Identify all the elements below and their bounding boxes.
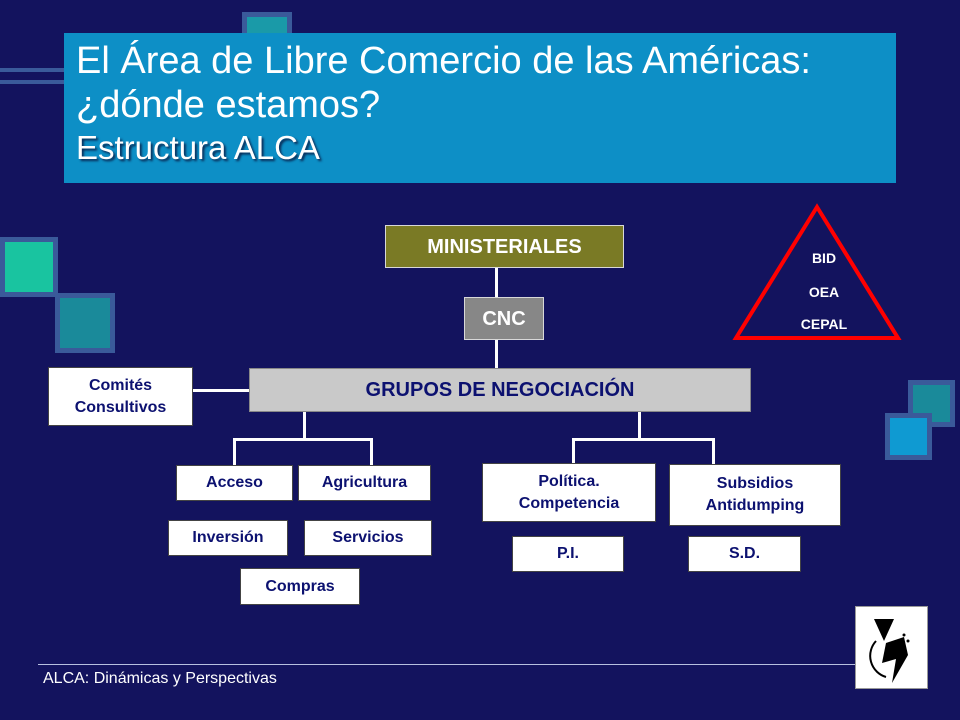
politica-line1: Política. xyxy=(538,472,600,490)
comites-line2: Consultivos xyxy=(74,398,167,416)
connector xyxy=(233,438,236,465)
triangle-item-cepal: CEPAL xyxy=(800,316,848,332)
politica-line2: Competencia xyxy=(518,494,620,512)
decor-square xyxy=(0,237,58,297)
sd-box: S.D. xyxy=(688,536,801,572)
ministeriales-box: MINISTERIALES xyxy=(385,225,624,268)
decor-square xyxy=(885,413,932,460)
pi-box: P.I. xyxy=(512,536,624,572)
connector xyxy=(712,438,715,465)
servicios-box: Servicios xyxy=(304,520,432,556)
triangle-icon xyxy=(732,203,902,340)
comites-line1: Comités xyxy=(88,376,153,394)
footer-text: ALCA: Dinámicas y Perspectivas xyxy=(43,670,277,687)
alca-logo-icon xyxy=(869,619,910,683)
acceso-box: Acceso xyxy=(176,465,293,501)
cnc-box: CNC xyxy=(464,297,544,340)
connector xyxy=(495,340,498,368)
decor-line xyxy=(0,68,70,72)
politica-competencia-box: Política. Competencia xyxy=(482,463,656,522)
decor-line xyxy=(0,80,70,84)
inversion-box: Inversión xyxy=(168,520,288,556)
subsidios-antidumping-box: Subsidios Antidumping xyxy=(669,464,841,526)
comites-consultivos-box: Comités Consultivos xyxy=(48,367,193,426)
connector xyxy=(370,438,373,465)
connector xyxy=(303,412,306,440)
slide-subtitle: Estructura ALCA xyxy=(76,129,320,166)
slide-title-line1: El Área de Libre Comercio de las América… xyxy=(76,40,811,82)
connector xyxy=(638,412,641,440)
decor-square xyxy=(55,293,115,353)
grupos-negociacion-box: GRUPOS DE NEGOCIACIÓN xyxy=(249,368,751,412)
slide-title-line2: ¿dónde estamos? xyxy=(76,84,381,126)
subsidios-line1: Subsidios xyxy=(716,475,794,492)
connector xyxy=(572,438,575,465)
subsidios-line2: Antidumping xyxy=(705,497,805,514)
triangle-item-bid: BID xyxy=(811,250,837,266)
connector xyxy=(233,438,373,441)
connector xyxy=(495,268,498,297)
compras-box: Compras xyxy=(240,568,360,605)
alca-logo xyxy=(855,606,928,689)
title-box: El Área de Libre Comercio de las América… xyxy=(64,33,896,183)
agricultura-box: Agricultura xyxy=(298,465,431,501)
connector xyxy=(193,389,249,392)
connector xyxy=(572,438,715,441)
footer-divider xyxy=(38,664,858,665)
triangle-item-oea: OEA xyxy=(808,284,840,300)
